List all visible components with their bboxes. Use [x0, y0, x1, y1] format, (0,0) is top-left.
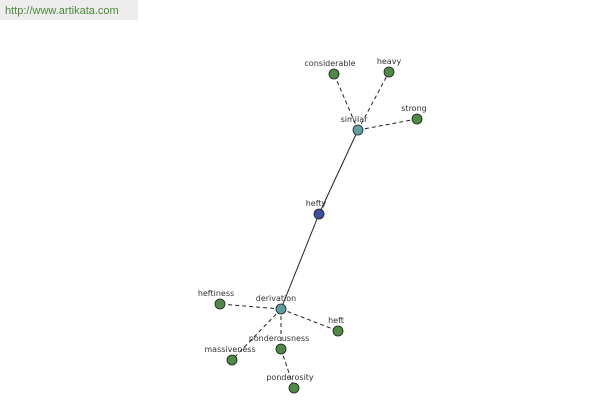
- node-circle-hefty[interactable]: [313, 208, 325, 220]
- edge-derivation-heft: [280, 308, 339, 332]
- edge-similar-heavy: [357, 71, 390, 131]
- node-label-ponderousness: ponderousness: [249, 334, 310, 343]
- node-circle-considerable[interactable]: [328, 68, 340, 80]
- node-label-massiveness: massiveness: [204, 345, 255, 354]
- node-circle-derivation[interactable]: [275, 303, 287, 315]
- node-ponderousness[interactable]: ponderousness: [249, 334, 310, 355]
- node-label-strong: strong: [401, 104, 426, 113]
- node-similar[interactable]: similar: [341, 115, 369, 136]
- node-label-ponderosity: ponderosity: [266, 373, 314, 382]
- edges-layer: [219, 71, 418, 389]
- node-strong[interactable]: strong: [401, 104, 427, 125]
- node-circle-heavy[interactable]: [383, 66, 395, 78]
- node-derivation[interactable]: derivation: [256, 294, 296, 315]
- node-ponderosity[interactable]: ponderosity: [266, 373, 314, 394]
- node-circle-massiveness[interactable]: [226, 354, 238, 366]
- node-hefty[interactable]: hefty: [306, 199, 327, 220]
- node-heavy[interactable]: heavy: [377, 57, 402, 78]
- node-circle-strong[interactable]: [411, 113, 423, 125]
- node-label-similar: similar: [341, 115, 369, 124]
- node-massiveness[interactable]: massiveness: [204, 345, 256, 366]
- nodes-layer: hefty similar derivation considerable heavy s…: [198, 57, 427, 394]
- node-heftiness[interactable]: heftiness: [198, 289, 234, 310]
- site-url-watermark: http://www.artikata.com: [0, 0, 138, 20]
- edge-hefty-derivation: [280, 213, 320, 310]
- node-circle-heftiness[interactable]: [214, 298, 226, 310]
- node-label-heavy: heavy: [377, 57, 402, 66]
- node-label-derivation: derivation: [256, 294, 296, 303]
- node-circle-similar[interactable]: [352, 124, 364, 136]
- node-label-considerable: considerable: [304, 59, 355, 68]
- edge-ponderousness-ponderosity: [280, 348, 295, 389]
- edge-derivation-heftiness: [219, 303, 282, 310]
- node-circle-ponderosity[interactable]: [288, 382, 300, 394]
- edge-derivation-massiveness: [231, 308, 282, 361]
- node-circle-heft[interactable]: [332, 325, 344, 337]
- node-considerable[interactable]: considerable: [304, 59, 356, 80]
- node-circle-ponderousness[interactable]: [275, 343, 287, 355]
- edge-hefty-similar: [318, 129, 359, 215]
- node-label-hefty: hefty: [306, 199, 327, 208]
- edge-similar-considerable: [333, 73, 359, 131]
- node-label-heftiness: heftiness: [198, 289, 234, 298]
- node-heft[interactable]: heft: [328, 316, 344, 337]
- edge-similar-strong: [357, 118, 418, 131]
- node-label-heft: heft: [328, 316, 344, 325]
